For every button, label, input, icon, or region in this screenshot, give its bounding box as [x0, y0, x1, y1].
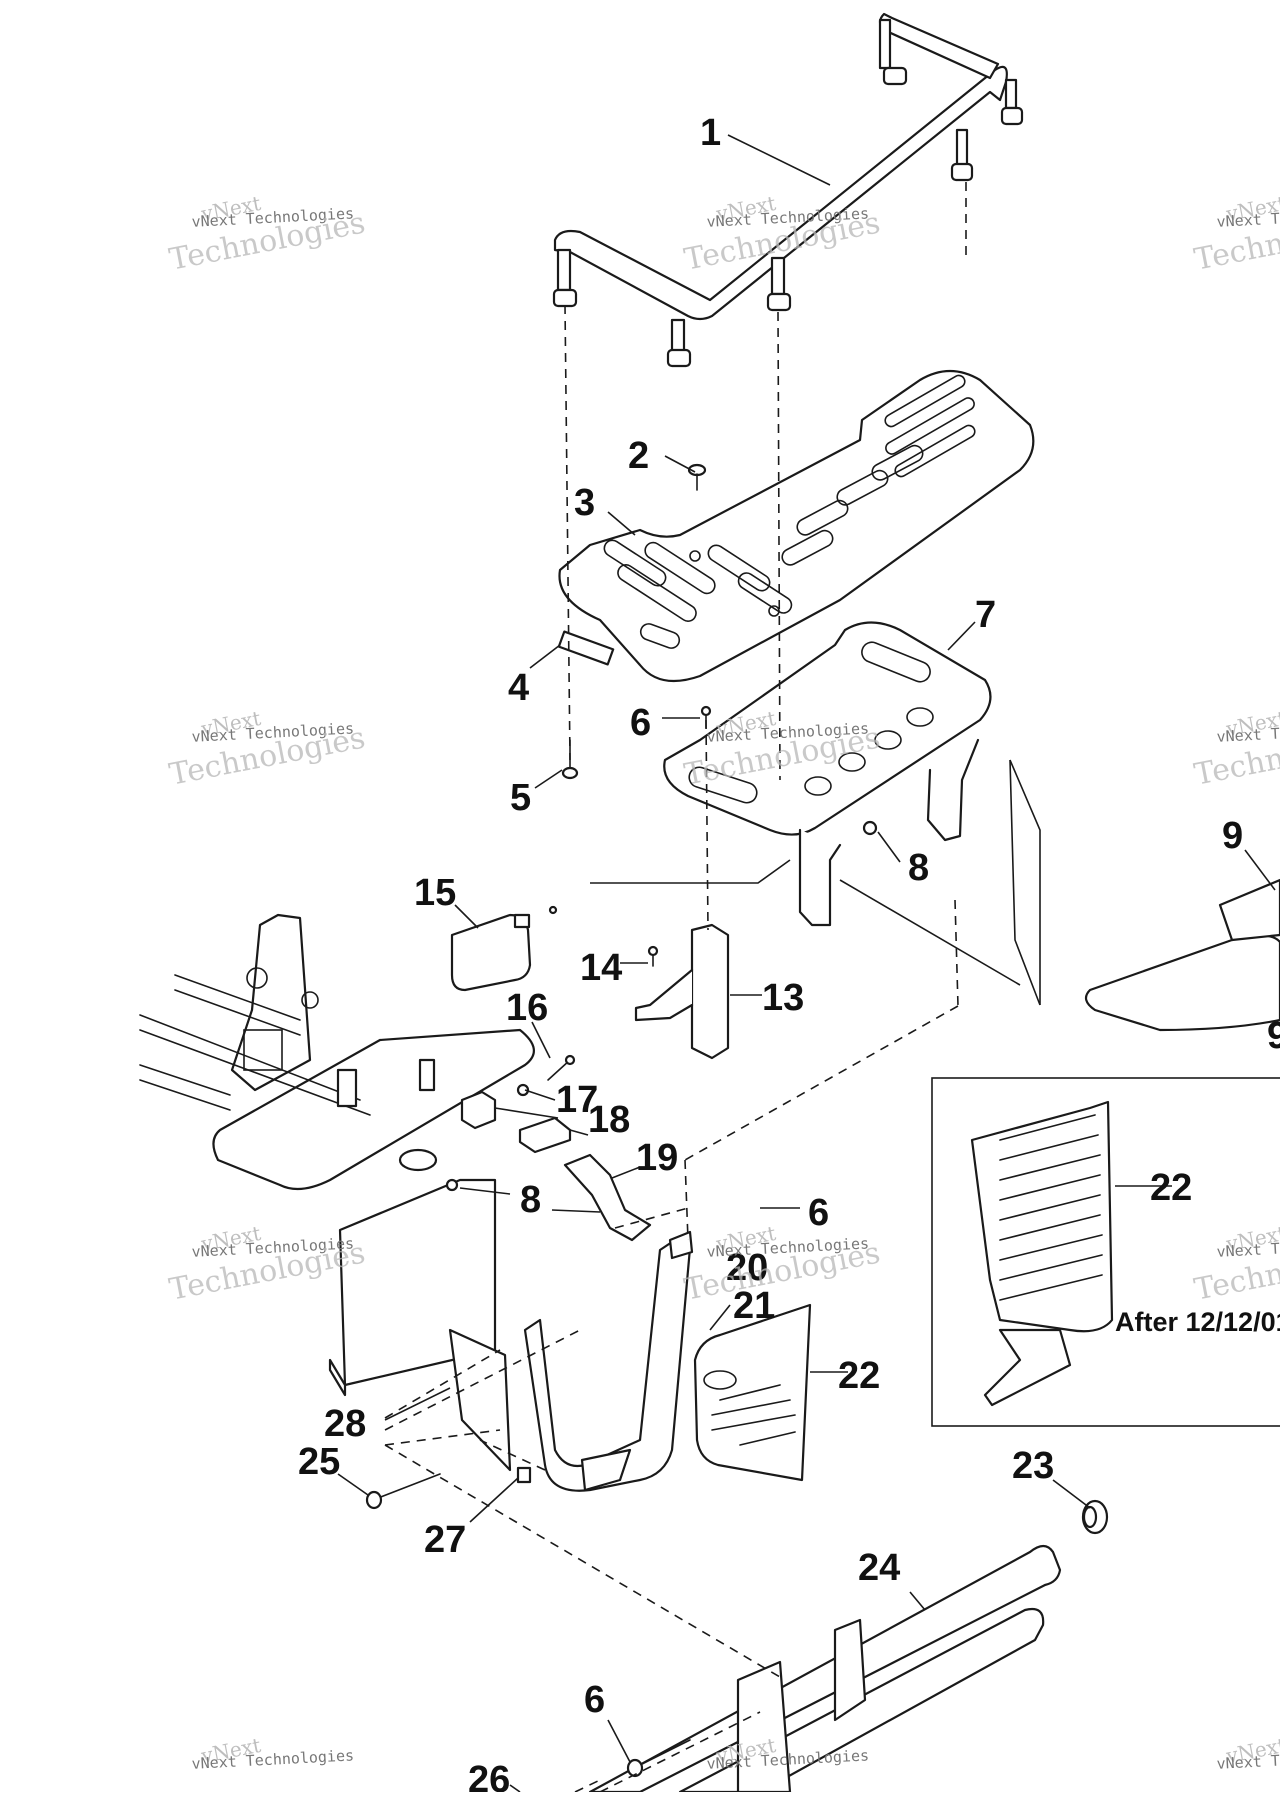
small-fasteners: [548, 705, 878, 967]
callout-20: 20: [726, 1247, 768, 1289]
end-cap-part: [1084, 878, 1280, 1032]
callout-5: 5: [510, 777, 531, 819]
callout-22a: 22: [838, 1355, 880, 1397]
callout-25: 25: [298, 1441, 340, 1483]
tail-light-part: [450, 913, 532, 992]
callout-4: 4: [508, 667, 529, 709]
assembly-lines: [337, 134, 1276, 1792]
callout-21: 21: [733, 1285, 775, 1327]
callout-8a: 8: [908, 847, 929, 889]
callout-13: 13: [762, 977, 804, 1019]
callout-22b: 22: [1150, 1167, 1192, 1209]
callout-24: 24: [858, 1547, 900, 1589]
bumper-mount-hardware: [445, 1054, 576, 1192]
rack-deck-part: [558, 370, 1035, 683]
callout-19: 19: [636, 1137, 678, 1179]
callout-15: 15: [414, 872, 456, 914]
front-bumper-part: [588, 1544, 1062, 1792]
callout-26: 26: [468, 1759, 510, 1792]
side-panel-part: [448, 1328, 512, 1472]
callout-9b: 9: [1267, 1015, 1280, 1057]
callout-18: 18: [588, 1099, 630, 1141]
callout-3: 3: [574, 482, 595, 524]
callout-9a: 9: [1222, 815, 1243, 857]
callout-23: 23: [1012, 1445, 1054, 1487]
screw-part: [687, 463, 707, 491]
callout-labels: 1 2 3 4 5 6 6 6 7 8 8 9 9 13 14 15 16 17…: [298, 112, 1280, 1792]
callout-6c: 6: [584, 1679, 605, 1721]
callout-7: 7: [975, 594, 996, 636]
support-plate-part: [663, 621, 992, 927]
inset-note: After 12/12/01: [1115, 1307, 1280, 1337]
callout-6a: 6: [630, 702, 651, 744]
callout-28: 28: [324, 1403, 366, 1445]
bumper-hoop-part: [523, 1230, 694, 1492]
inset-grille: [970, 1100, 1114, 1333]
callout-2: 2: [628, 435, 649, 477]
callout-14: 14: [580, 947, 622, 989]
reflector-part: [557, 630, 615, 666]
callout-16: 16: [506, 987, 548, 1029]
grille-part: [693, 1303, 812, 1482]
callout-27: 27: [424, 1519, 466, 1561]
callout-1: 1: [700, 112, 721, 154]
callout-8b: 8: [520, 1179, 541, 1221]
callout-17: 17: [556, 1079, 598, 1121]
lower-hardware: [365, 1466, 691, 1778]
inset-box: After 12/12/01: [931, 1077, 1280, 1427]
mount-bracket-part: [634, 923, 730, 1060]
strut-part: [563, 1153, 652, 1242]
rack-rail-part: [552, 12, 1024, 368]
end-plug-part: [1081, 1499, 1109, 1535]
callout-6b: 6: [808, 1192, 829, 1234]
